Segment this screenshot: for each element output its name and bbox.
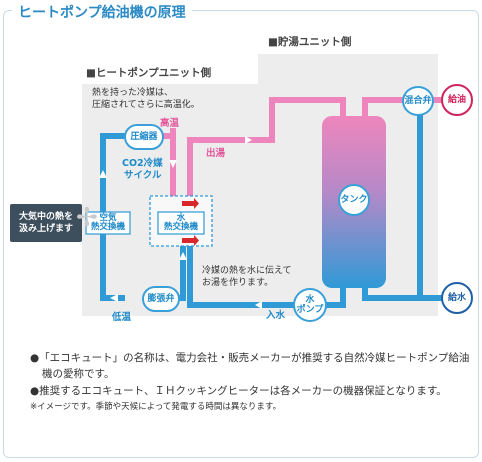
tank-unit-header: ■貯湯ユニット側 — [268, 36, 352, 48]
refrigerant-note-line2: 圧縮されてさらに高温化。 — [92, 100, 200, 110]
loop-arrow-up-right — [179, 252, 187, 260]
diagram-frame — [3, 10, 479, 458]
notes: ●「エコキュート」の名称は、電力会社・販売メーカーが推奨する自然冷媒ヒートポンプ… — [30, 350, 470, 414]
oil-supply: 給油 — [441, 84, 473, 116]
expansion-valve: 膨張弁 — [142, 286, 180, 312]
arrow-red-bottom — [182, 235, 199, 246]
footnote: ※イメージです。季節や天候によって発電する時間は異なります。 — [30, 401, 282, 412]
air-intake-label: 大気中の熱を 汲み上げます — [10, 204, 82, 242]
air-heat-exchanger: 空気 熱交換機 — [88, 213, 128, 233]
co2-cycle-line1: CO2冷媒 — [122, 158, 163, 169]
water-supply: 給水 — [441, 282, 473, 314]
transfer-note-line1: 冷媒の熱を水に伝えて — [202, 266, 292, 276]
arrow-red-top — [182, 198, 199, 209]
water-pump: 水 ポンプ — [293, 288, 327, 322]
return-water-pipe-2 — [325, 285, 346, 308]
water-pump-line2: ポンプ — [296, 305, 324, 315]
air-hx-line1: 空気 — [99, 212, 117, 223]
loop-arrow-left — [110, 294, 118, 302]
water-in-label: 入水 — [266, 310, 286, 321]
water-pump-line1: 水 — [305, 294, 315, 305]
hot-water-pipe — [187, 97, 346, 205]
water-hx-label-box — [157, 211, 205, 235]
tank-to-mixer-pipe — [362, 97, 405, 118]
air-hx-line2: 熱交換機 — [90, 222, 125, 232]
co2-cycle-line2: サイクル — [124, 170, 162, 181]
diagram-title: ヒートポンプ給油機の原理 — [12, 2, 192, 22]
fan-icon: ✢ — [76, 203, 98, 233]
mixing-valve: 混合弁 — [402, 86, 434, 116]
tank-label: タンク — [338, 184, 370, 216]
hot-out-label: 出湯 — [206, 148, 226, 159]
high-temp-label: 高温 — [160, 118, 180, 129]
water-in-arrow — [255, 301, 262, 309]
cold-to-tank-pipe — [362, 285, 420, 301]
loop-arrow-up — [99, 170, 107, 178]
air-hx-box — [85, 211, 131, 235]
water-heat-exchanger: 水 熱交換機 — [159, 213, 203, 233]
hot-flow-arrow — [245, 136, 252, 144]
compressor: 圧縮器 — [124, 124, 164, 150]
loop-arrow-down — [169, 160, 177, 168]
water-hx-line1: 水 — [176, 212, 186, 223]
transfer-note-line2: お湯を作ります。 — [202, 278, 274, 288]
air-intake-line1: 大気中の熱を — [18, 211, 73, 222]
air-intake-line2: 汲み上げます — [18, 224, 73, 234]
note-1: ●「エコキュート」の名称は、電力会社・販売メーカーが推奨する自然冷媒ヒートポンプ… — [30, 352, 470, 381]
refrigerant-note-line1: 熱を持った冷媒は、 — [92, 88, 174, 98]
low-temp-label: 低温 — [112, 312, 132, 323]
note-2: ●推奨するエコキュート、ＩＨクッキングヒーターは各メーカーの機器保証となります。 — [30, 384, 447, 397]
heatpump-unit-header: ■ヒートポンプユニット側 — [86, 67, 212, 79]
water-hx-line2: 熱交換機 — [163, 222, 198, 232]
